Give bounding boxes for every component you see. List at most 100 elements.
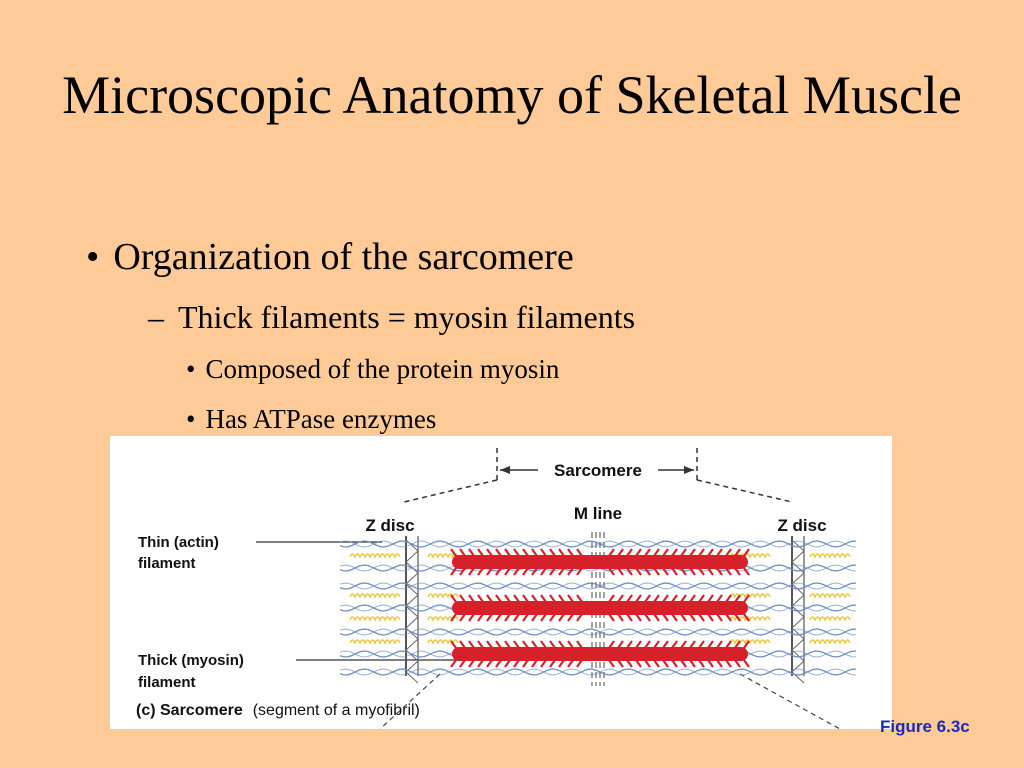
myosin-head [540, 640, 547, 649]
myosin-head [734, 548, 741, 557]
myosin-head [662, 613, 669, 622]
myosin-head [680, 567, 687, 576]
myosin-head [513, 640, 520, 649]
myosin-head [576, 594, 583, 603]
myosin-head [743, 640, 750, 649]
myosin-head [635, 659, 642, 668]
myosin-head [468, 567, 475, 576]
myosin-head [734, 640, 741, 649]
bullet-text: Has ATPase enzymes [205, 404, 437, 434]
myosin-head [743, 548, 750, 557]
myosin-head [671, 567, 678, 576]
myosin-head [716, 594, 723, 603]
myosin-head [513, 548, 520, 557]
myosin-head [540, 548, 547, 557]
myosin-head [662, 594, 669, 603]
myosin-head [644, 548, 651, 557]
myosin-head [477, 548, 484, 557]
myosin-head [716, 548, 723, 557]
myosin-head [558, 613, 565, 622]
sarcomere-figure: Sarcomere M line Z disc Z disc Thin (act… [110, 436, 892, 729]
zoom-line-left [379, 673, 441, 729]
myosin-head [635, 640, 642, 649]
myosin-head [635, 613, 642, 622]
myosin-head [522, 640, 529, 649]
titin-coil [809, 553, 851, 559]
thick-filament-label-line2: filament [138, 674, 196, 691]
myosin-head [513, 567, 520, 576]
z-disc-zigzag [791, 539, 805, 684]
myosin-head [468, 594, 475, 603]
myosin-head [531, 613, 538, 622]
myosin-head [707, 640, 714, 649]
myosin-head [689, 613, 696, 622]
titin-coil [349, 553, 401, 559]
myosin-head [549, 640, 556, 649]
myosin-head [662, 640, 669, 649]
myosin-head [468, 613, 475, 622]
titin-coil [427, 553, 459, 559]
myosin-head [707, 613, 714, 622]
myosin-head [495, 640, 502, 649]
myosin-head [716, 659, 723, 668]
myosin-head [450, 567, 457, 576]
myosin-head [698, 594, 705, 603]
bullet-marker: • [86, 236, 100, 278]
myosin-head [540, 613, 547, 622]
myosin-head [450, 548, 457, 557]
myosin-head [486, 567, 493, 576]
myosin-head [626, 613, 633, 622]
myosin-head [450, 640, 457, 649]
myosin-head [608, 594, 615, 603]
myosin-head [626, 659, 633, 668]
myosin-head [549, 548, 556, 557]
titin-coil [809, 593, 851, 599]
titin-coil [809, 616, 851, 622]
myosin-head [734, 594, 741, 603]
bullet-text: Composed of the protein myosin [205, 354, 560, 384]
myosin-head [734, 567, 741, 576]
myosin-head [725, 613, 732, 622]
myosin-head [567, 613, 574, 622]
myosin-head [608, 659, 615, 668]
myosin-head [743, 659, 750, 668]
myosin-head [617, 594, 624, 603]
z-disc-zigzag [405, 539, 419, 684]
myosin-head [671, 659, 678, 668]
dash-marker: – [148, 299, 164, 335]
myosin-head [495, 613, 502, 622]
myosin-head [653, 594, 660, 603]
myosin-head [671, 613, 678, 622]
myosin-head [743, 567, 750, 576]
bullet-marker: • [186, 354, 196, 384]
titin-coil [809, 639, 851, 645]
myosin-head [540, 567, 547, 576]
myosin-head [459, 640, 466, 649]
myosin-filament [452, 647, 748, 661]
myosin-head [531, 659, 538, 668]
myosin-head [734, 613, 741, 622]
myosin-head [468, 548, 475, 557]
myosin-head [644, 613, 651, 622]
myosin-head [689, 594, 696, 603]
myosin-head [653, 567, 660, 576]
myosin-head [567, 548, 574, 557]
titin-coil [427, 593, 459, 599]
myosin-head [540, 659, 547, 668]
myosin-head [486, 548, 493, 557]
myosin-head [558, 659, 565, 668]
myosin-head [671, 594, 678, 603]
myosin-head [576, 640, 583, 649]
myosin-head [567, 594, 574, 603]
myosin-head [558, 640, 565, 649]
myosin-head [698, 640, 705, 649]
myosin-head [653, 640, 660, 649]
myosin-head [531, 567, 538, 576]
myosin-head [486, 659, 493, 668]
sarcomere-diagram: Sarcomere M line Z disc Z disc Thin (act… [136, 448, 857, 729]
bullet-level3-item: • Composed of the protein myosin [186, 353, 559, 385]
myosin-head [477, 659, 484, 668]
myosin-head [635, 567, 642, 576]
myosin-head [504, 640, 511, 649]
myosin-head [513, 613, 520, 622]
